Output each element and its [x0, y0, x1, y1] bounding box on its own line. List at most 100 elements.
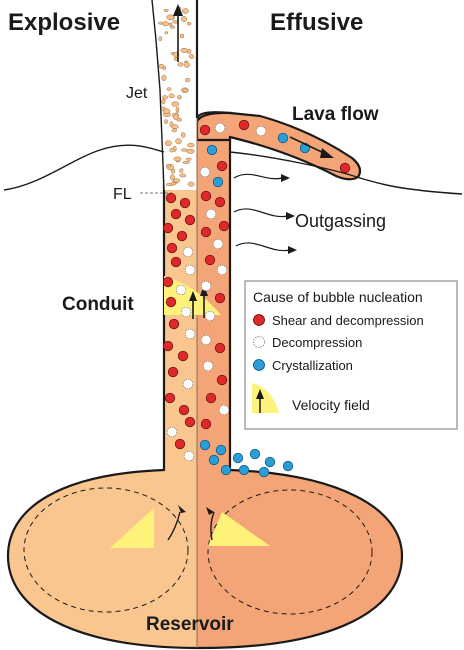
decompression-bubble	[182, 378, 194, 390]
decompression-bubble	[202, 360, 214, 372]
decompression-bubble	[182, 246, 194, 258]
ash-fragment	[164, 31, 169, 35]
decompression-bubble	[204, 310, 216, 322]
decompression-bubble	[184, 328, 196, 340]
legend-box	[244, 280, 458, 430]
ash-fragment	[175, 106, 180, 114]
ash-fragment	[182, 8, 189, 14]
ash-fragment	[175, 138, 182, 145]
decompression-bubble	[200, 280, 212, 292]
right-conduit-wall	[195, 111, 233, 123]
ash-fragment	[171, 181, 177, 186]
ash-fragment	[180, 47, 189, 53]
shear-bubble	[166, 242, 178, 254]
reservoir-effusive-half	[197, 470, 402, 648]
legend-item-velocity: Velocity field	[292, 397, 370, 413]
ash-fragment	[185, 77, 191, 83]
shear-bubble	[184, 214, 196, 226]
shear-bubble	[218, 220, 230, 232]
ground-surface-right	[229, 151, 463, 195]
ash-fragment	[164, 140, 172, 147]
ash-fragment	[181, 148, 188, 152]
shear-bubble	[238, 119, 250, 131]
ash-fragment	[166, 87, 172, 91]
conduit-velocity-field	[164, 276, 221, 319]
ash-fragment	[179, 173, 187, 178]
ash-fragment	[163, 8, 169, 12]
ash-fragment	[181, 16, 187, 22]
ash-fragment	[187, 143, 195, 148]
crystal-bubble	[264, 456, 276, 468]
decompression-bubble	[166, 426, 178, 438]
volcano-outline	[6, 0, 404, 650]
legend-title: Cause of bubble nucleation	[253, 289, 423, 305]
shear-bubble	[200, 226, 212, 238]
ground-surface-left	[3, 144, 165, 191]
shear-bubble	[165, 296, 177, 308]
legend: Cause of bubble nucleation Shear and dec…	[244, 280, 458, 430]
shear-bubble	[170, 208, 182, 220]
outgassing-label: Outgassing	[295, 211, 386, 231]
fl-label: FL	[113, 186, 132, 203]
shear-bubble	[165, 192, 177, 204]
ash-fragment	[169, 148, 175, 153]
shear-bubble	[199, 124, 211, 136]
ash-fragment	[162, 95, 168, 100]
shear-bubble	[204, 254, 216, 266]
ash-fragment	[189, 54, 195, 59]
legend-item-decompression: Decompression	[272, 335, 362, 350]
crystal-bubble	[212, 176, 224, 188]
shear-bubble	[205, 392, 217, 404]
crystal-bubble	[277, 132, 289, 144]
shear-bubble	[200, 190, 212, 202]
decompression-bubble	[184, 264, 196, 276]
decompression-bubble	[199, 166, 211, 178]
ash-fragment	[171, 101, 180, 107]
shear-bubble	[214, 292, 226, 304]
ash-fragment	[165, 163, 172, 168]
jet-left-edge	[151, 0, 165, 191]
ash-particles	[158, 6, 195, 187]
ash-fragment	[182, 88, 189, 93]
decompression-bubble	[212, 238, 224, 250]
ash-fragment	[186, 148, 195, 154]
decompression-bubble	[214, 122, 226, 134]
shear-bubble	[214, 196, 226, 208]
decompression-bubble	[180, 306, 192, 318]
crystal-bubble	[282, 460, 294, 472]
ash-fragment	[162, 21, 169, 27]
ash-fragment	[162, 108, 171, 114]
lava-flow	[195, 111, 362, 181]
legend-item-shear: Shear and decompression	[272, 313, 424, 328]
crystal-bubble	[232, 452, 244, 464]
jet-label: Jet	[126, 85, 148, 102]
shear-bubble	[200, 418, 212, 430]
ash-fragment	[161, 74, 167, 81]
ash-fragment	[184, 61, 190, 68]
shear-bubble	[214, 342, 226, 354]
shear-bubble	[167, 366, 179, 378]
reservoir-velocity-fields	[110, 508, 270, 548]
ash-fragment	[186, 21, 192, 26]
decompression-bubble	[200, 334, 212, 346]
shear-bubble	[216, 374, 228, 386]
shear-bubble	[216, 160, 228, 172]
ash-fragment	[173, 156, 182, 162]
shear-bubble	[178, 404, 190, 416]
ash-fragment	[179, 168, 184, 173]
shear-bubble	[174, 438, 186, 450]
decompression-bubble	[218, 404, 230, 416]
conduit-label: Conduit	[62, 294, 134, 315]
jet-plume	[152, 0, 197, 190]
decompression-bubble	[216, 264, 228, 276]
crystal-bubble	[199, 439, 211, 451]
ash-fragment	[185, 157, 192, 161]
crystal-bubble	[249, 448, 261, 460]
crystal-bubble	[220, 464, 232, 476]
shear-bubble	[162, 222, 174, 234]
ash-fragment	[166, 14, 175, 21]
shear-bubble	[339, 162, 351, 174]
ash-fragment	[180, 132, 186, 138]
jet-arrow	[173, 4, 183, 62]
